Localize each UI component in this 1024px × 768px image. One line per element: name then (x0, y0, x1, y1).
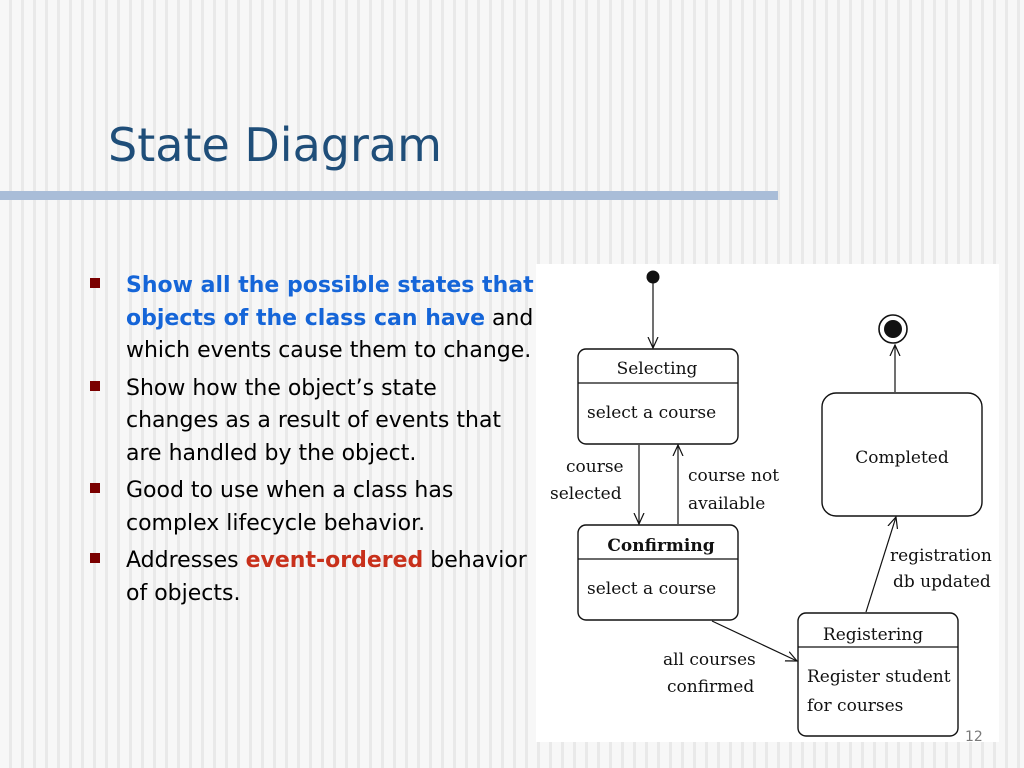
state-selecting: Selecting select a course (577, 348, 739, 445)
state-diagram: Selecting select a course Confirming sel… (536, 264, 999, 742)
state-registering-name: Registering (823, 625, 923, 645)
title-underline (0, 191, 778, 200)
state-confirming: Confirming select a course (577, 524, 739, 621)
bullet-text-run: Show how the object’s state changes as a… (126, 375, 502, 466)
bullet-item: Show how the object’s state changes as a… (84, 373, 534, 471)
bullet-text-run: Addresses (126, 548, 246, 573)
label-all-courses-confirmed-line2: confirmed (667, 677, 754, 697)
bullet-text: Good to use when a class has complex lif… (126, 475, 534, 540)
label-registration-db-updated-line2: db updated (893, 572, 991, 592)
label-course-not-available-line2: available (688, 494, 765, 514)
final-state-bullseye (878, 314, 908, 344)
state-completed-name: Completed (855, 448, 949, 468)
label-course-selected-line1: course (566, 457, 624, 477)
registration-db-updated-arrow (865, 517, 896, 613)
bullet-text: Show all the possible states that object… (126, 270, 534, 368)
bullet-text-run: behavior of objects. (126, 548, 527, 606)
bullet-item: Good to use when a class has complex lif… (84, 475, 534, 540)
initial-state-dot (646, 270, 660, 284)
bullet-item: Addresses event-ordered behavior of obje… (84, 545, 534, 610)
state-registering: Registering Register student for courses (797, 612, 959, 737)
state-registering-activity-line1: Register student (807, 667, 951, 687)
bullet-emphasis-run: Show all the possible states that object… (126, 273, 534, 331)
slide-number: 12 (965, 729, 983, 745)
all-courses-confirmed-arrow (711, 620, 797, 661)
bullet-list: Show all the possible states that object… (84, 270, 534, 615)
state-registering-activity-line2: for courses (807, 696, 903, 716)
state-completed: Completed (821, 392, 983, 517)
state-selecting-name: Selecting (617, 359, 698, 379)
state-confirming-name: Confirming (607, 536, 714, 556)
label-all-courses-confirmed-line1: all courses (663, 650, 756, 670)
state-selecting-activity: select a course (587, 403, 716, 423)
bullet-square-icon (90, 278, 100, 288)
bullet-square-icon (90, 380, 100, 391)
bullet-text-run: Good to use when a class has complex lif… (126, 478, 454, 536)
bullet-item: Show all the possible states that object… (84, 270, 534, 368)
bullet-square-icon (90, 483, 100, 493)
bullet-text-run: and which events cause them to change. (126, 305, 534, 364)
bullet-square-icon (90, 553, 100, 563)
bullet-emphasis-run: event-ordered (245, 548, 424, 573)
label-registration-db-updated-line1: registration (890, 546, 992, 566)
bullet-text: Addresses event-ordered behavior of obje… (126, 545, 534, 610)
label-course-selected-line2: selected (550, 484, 622, 504)
state-diagram-svg: Selecting select a course Confirming sel… (550, 270, 992, 737)
bullet-text: Show how the object’s state changes as a… (126, 373, 534, 471)
slide-title: State Diagram (108, 118, 442, 172)
label-course-not-available-line1: course not (688, 466, 779, 486)
state-confirming-activity: select a course (587, 579, 716, 599)
